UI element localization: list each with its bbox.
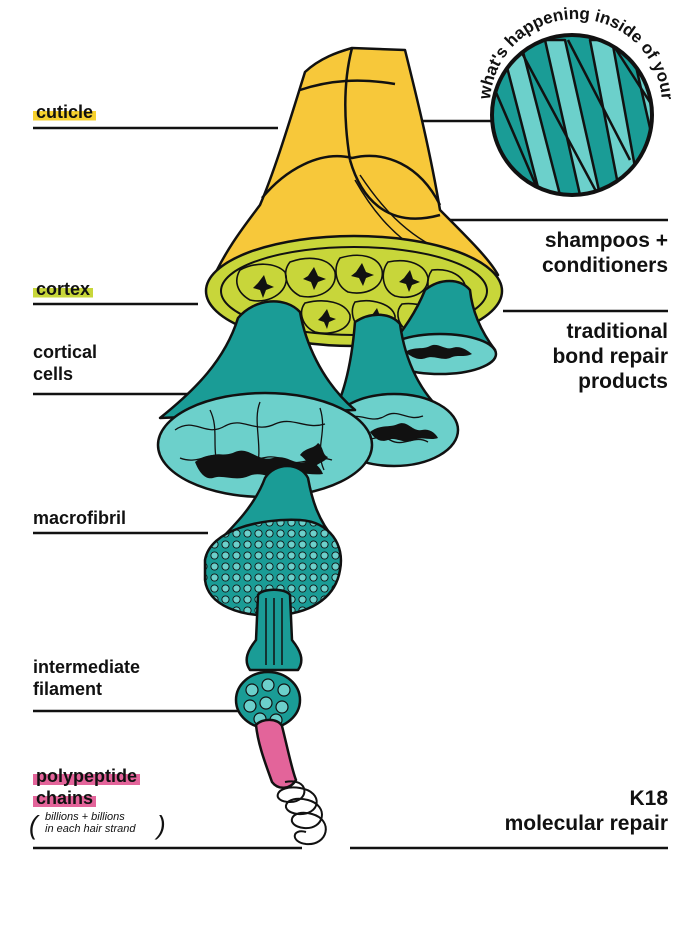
cuticle-label: cuticle (33, 102, 96, 124)
intermediate-filament-label: intermediate filament (33, 657, 140, 700)
bond-repair-label: traditional bond repair products (552, 319, 668, 395)
polypeptide-chain (256, 720, 326, 844)
macrofibril-label: macrofibril (33, 508, 126, 530)
billions-note: ( billions + billions in each hair stran… (33, 812, 136, 835)
cortical-cells-label: cortical cells (33, 342, 97, 385)
cortex-label: cortex (33, 279, 93, 301)
polypeptide-chains-label: polypeptide chains (33, 766, 140, 809)
shampoos-label: shampoos + conditioners (542, 228, 668, 278)
k18-label: K18 molecular repair (505, 786, 668, 836)
inset-bubble (490, 33, 655, 198)
